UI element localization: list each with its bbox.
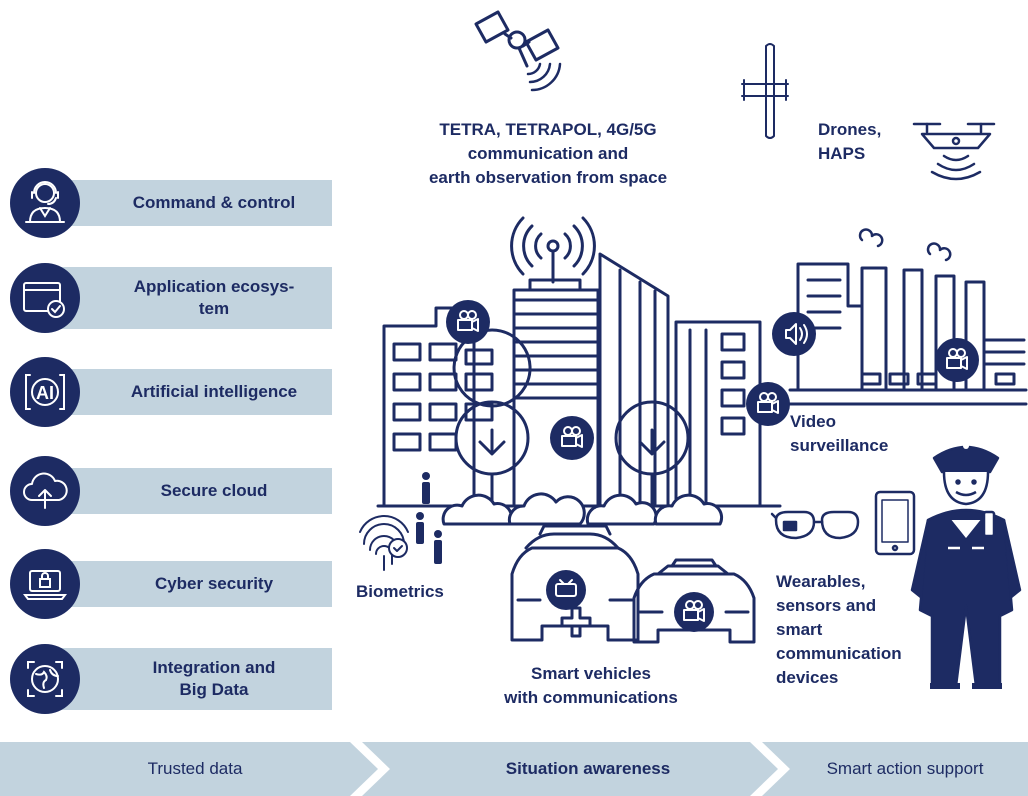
pipeline-label-smart-action: Smart action support (826, 759, 984, 778)
drone-icon (912, 122, 996, 181)
biometrics-label: Biometrics (356, 582, 444, 601)
pipeline-label-trusted-data: Trusted data (147, 759, 243, 778)
capability-label: Artificial intelligence (46, 369, 332, 415)
pipeline-step-smart-action (762, 742, 1028, 796)
tree-right (614, 400, 690, 506)
camera-icons (457, 310, 968, 622)
building-center (598, 252, 670, 508)
capability-command-control: Command & control (10, 168, 332, 238)
capability-secure-cloud: Secure cloud (10, 456, 332, 526)
laptop-lock-icon (10, 549, 80, 619)
satellite-icon (474, 10, 562, 92)
operator-headset-icon (10, 168, 80, 238)
application-window-check-icon (10, 263, 80, 333)
pipeline-arrows (0, 742, 1028, 796)
building-tower (512, 278, 600, 508)
video-surveillance-label: Video surveillance (790, 412, 889, 455)
public-safety-illustration (359, 10, 1028, 689)
factory (788, 228, 1028, 406)
drones-label: Drones, HAPS (818, 120, 882, 163)
haps-aircraft-icon (741, 43, 789, 139)
bushes (441, 492, 724, 526)
ai-icon: AI (10, 357, 80, 427)
svg-text:AI: AI (36, 383, 54, 403)
capability-cyber-security: Cyber security (10, 549, 332, 619)
capability-application-ecosystem: Application ecosys- tem (10, 263, 332, 333)
capability-label: Command & control (46, 180, 332, 226)
globe-network-icon (10, 644, 80, 714)
camera-badges (446, 300, 979, 632)
police-officer (910, 443, 1022, 689)
space-comms-label: TETRA, TETRAPOL, 4G/5G communication and… (428, 120, 668, 187)
wearables-label: Wearables, sensors and smart communicati… (776, 572, 902, 687)
fingerprint-icon (359, 515, 409, 571)
tablet-icon (874, 490, 916, 556)
pipeline-step-situation-awareness (362, 742, 778, 796)
capability-artificial-intelligence: Artificial intelligence AI (10, 357, 332, 427)
capability-integration-big-data: Integration and Big Data (10, 644, 332, 714)
pedestrians (416, 472, 442, 564)
police-vehicle (632, 558, 756, 644)
building-right (674, 320, 762, 508)
ambulance-vehicle (510, 524, 640, 642)
antenna-signal-icon (510, 216, 596, 284)
smart-glasses-icon (770, 510, 860, 540)
pipeline-label-situation-awareness: Situation awareness (505, 759, 671, 778)
pipeline-step-trusted-data (0, 742, 378, 796)
capability-label: Secure cloud (46, 468, 332, 514)
capability-label: Integration and Big Data (46, 648, 332, 710)
tree-left (452, 328, 532, 506)
smart-vehicles-label: Smart vehicles with communications (504, 664, 678, 707)
capability-label: Cyber security (46, 561, 332, 607)
capability-label: Application ecosys- tem (46, 267, 332, 329)
cloud-upload-icon (10, 456, 80, 526)
